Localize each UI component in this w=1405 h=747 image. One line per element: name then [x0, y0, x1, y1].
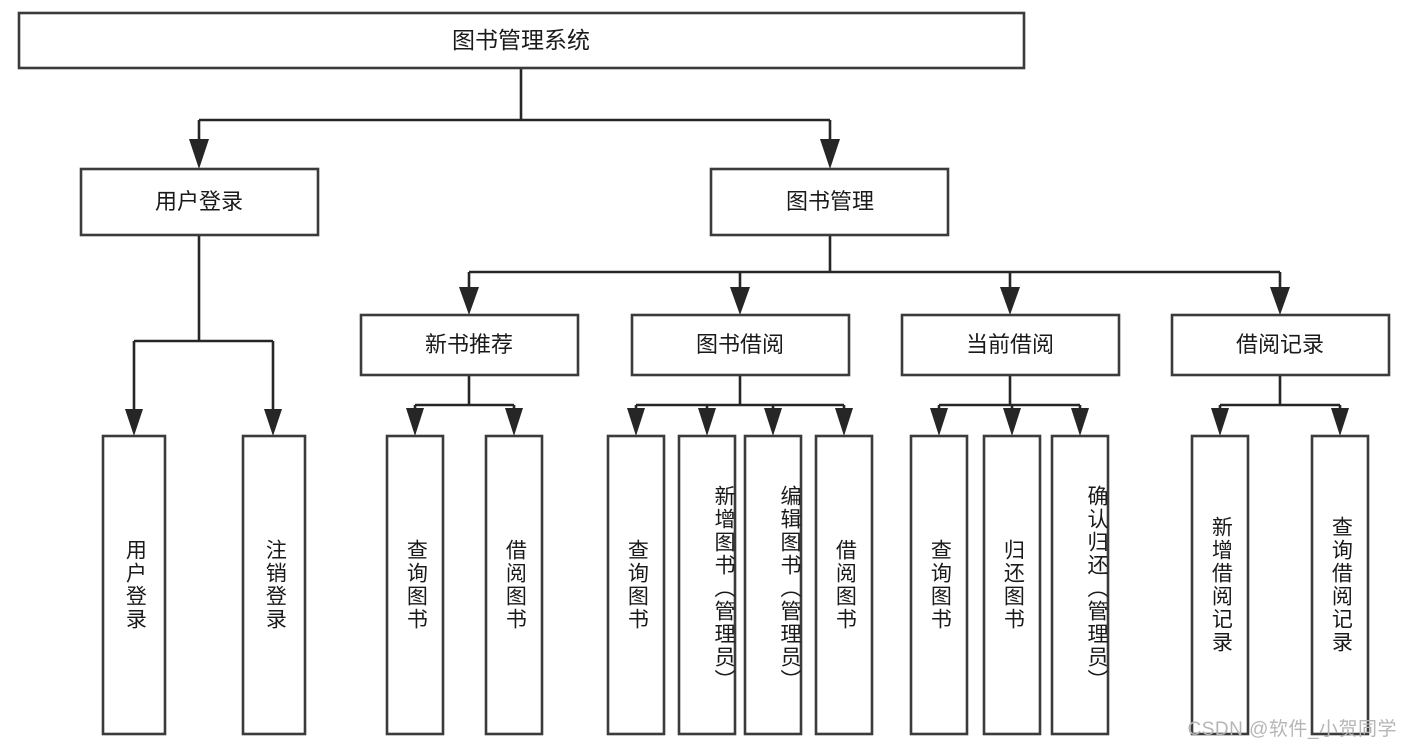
- arrow-head-leaf-query-book-borrow: [627, 408, 645, 436]
- arrow-head-leaf-query-borrow-record: [1331, 408, 1349, 436]
- arrow-head-current-borrow: [1000, 287, 1020, 315]
- arrow-head-book-manage: [820, 139, 840, 169]
- node-leaf-query-borrow-record-box[interactable]: [1310, 434, 1370, 736]
- arrow-head-leaf-user-login: [125, 409, 143, 436]
- node-new-book-recommend-box[interactable]: [359, 313, 580, 377]
- nodes-layer: 图书管理系统 用户登录 图书管理 新书推荐 图书借阅 当前借阅 借阅记录: [17, 11, 1391, 736]
- arrow-head-leaf-add-borrow-record: [1211, 408, 1229, 436]
- arrow-head-leaf-return-book: [1003, 408, 1021, 436]
- node-leaf-borrow-book-recommend-box[interactable]: [484, 434, 544, 736]
- node-book-borrow-label: 图书借阅: [696, 332, 784, 357]
- arrow-head-leaf-logout: [264, 409, 282, 436]
- node-leaf-user-login-box[interactable]: [101, 434, 167, 736]
- node-leaf-query-book-recommend-box[interactable]: [385, 434, 445, 736]
- node-leaf-borrow-book-box[interactable]: [814, 434, 874, 736]
- arrow-head-leaf-query-book-current: [930, 408, 948, 436]
- node-leaf-edit-book-box[interactable]: [743, 434, 803, 736]
- node-book-borrow-box[interactable]: [630, 313, 851, 377]
- arrow-head-leaf-confirm-return: [1071, 408, 1089, 436]
- node-current-borrow-label: 当前借阅: [966, 332, 1054, 357]
- node-new-book-recommend-label: 新书推荐: [425, 332, 513, 357]
- node-leaf-return-book-box[interactable]: [982, 434, 1042, 736]
- node-user-login-box[interactable]: [79, 167, 320, 237]
- arrow-head-user-login: [189, 139, 209, 169]
- arrow-head-leaf-edit-book: [764, 408, 782, 436]
- node-book-manage-label: 图书管理: [786, 189, 874, 214]
- node-root-box[interactable]: [17, 11, 1026, 70]
- node-leaf-logout-box[interactable]: [241, 434, 307, 736]
- node-borrow-record-label: 借阅记录: [1236, 332, 1324, 357]
- node-current-borrow-box[interactable]: [900, 313, 1121, 377]
- arrow-head-new-book-recommend: [459, 287, 479, 315]
- node-leaf-query-book-current-box[interactable]: [909, 434, 969, 736]
- node-root-label: 图书管理系统: [452, 27, 590, 53]
- node-book-manage-box[interactable]: [709, 167, 950, 237]
- arrow-head-leaf-borrow-book-recommend: [505, 408, 523, 436]
- node-leaf-confirm-return-box[interactable]: [1050, 434, 1110, 736]
- arrow-head-borrow-record: [1270, 287, 1290, 315]
- node-leaf-add-borrow-record-box[interactable]: [1190, 434, 1250, 736]
- node-user-login-label: 用户登录: [155, 189, 243, 214]
- arrow-head-book-borrow: [730, 287, 750, 315]
- arrow-head-leaf-query-book-recommend: [406, 408, 424, 436]
- node-leaf-add-book-box[interactable]: [677, 434, 737, 736]
- watermark-text: CSDN @软件_小贺同学: [1187, 719, 1397, 740]
- node-leaf-query-book-borrow-box[interactable]: [606, 434, 666, 736]
- node-borrow-record-box[interactable]: [1170, 313, 1391, 377]
- arrow-head-leaf-add-book: [698, 408, 716, 436]
- arrow-head-leaf-borrow-book: [835, 408, 853, 436]
- connectors-layer: [125, 68, 1349, 436]
